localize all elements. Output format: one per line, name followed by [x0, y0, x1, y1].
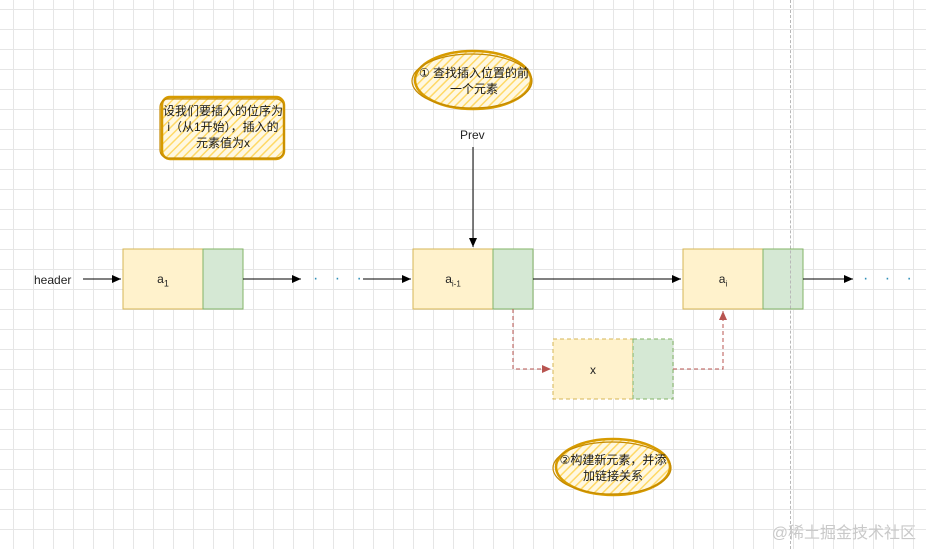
position-note-shape	[159, 95, 286, 161]
node-x-label: x	[590, 363, 596, 377]
node-a1-sub: 1	[163, 278, 169, 289]
node-ai-base: a	[718, 272, 726, 286]
node-a-i-minus-1	[412, 248, 534, 310]
node-prev-label: ai-1	[413, 272, 493, 291]
watermark: @稀土掘金技术社区	[771, 525, 916, 542]
node-new-x	[552, 338, 674, 400]
header-label: header	[34, 273, 72, 287]
step2-note-text: ②构建新元素，并添加链接关系	[559, 453, 667, 483]
position-note-text: 设我们要插入的位序为i（从1开始），插入的元素值为x	[162, 104, 283, 150]
prev-to-x-dashed-link	[512, 309, 551, 373]
ellipsis-middle: · · ·	[313, 270, 368, 287]
ellipsis-end: · · ·	[863, 270, 918, 287]
node-a1	[122, 248, 244, 310]
node-a-i	[682, 248, 804, 310]
node-prev-sub: i-1	[451, 279, 461, 289]
x-to-ai-dashed-link	[673, 311, 727, 370]
node-ai-sub: i	[725, 279, 728, 289]
node-a1-label: a1	[123, 272, 203, 290]
page-boundary	[790, 0, 791, 549]
step1-note-text: ① 查找插入位置的前一个元素	[418, 66, 530, 96]
step2-note-shape	[552, 437, 672, 497]
node-ai-label: ai	[683, 272, 763, 291]
node-prev-base: a	[445, 272, 452, 286]
step1-note-shape	[411, 49, 533, 111]
prev-label: Prev	[460, 128, 485, 142]
node-a1-base: a	[157, 272, 164, 286]
